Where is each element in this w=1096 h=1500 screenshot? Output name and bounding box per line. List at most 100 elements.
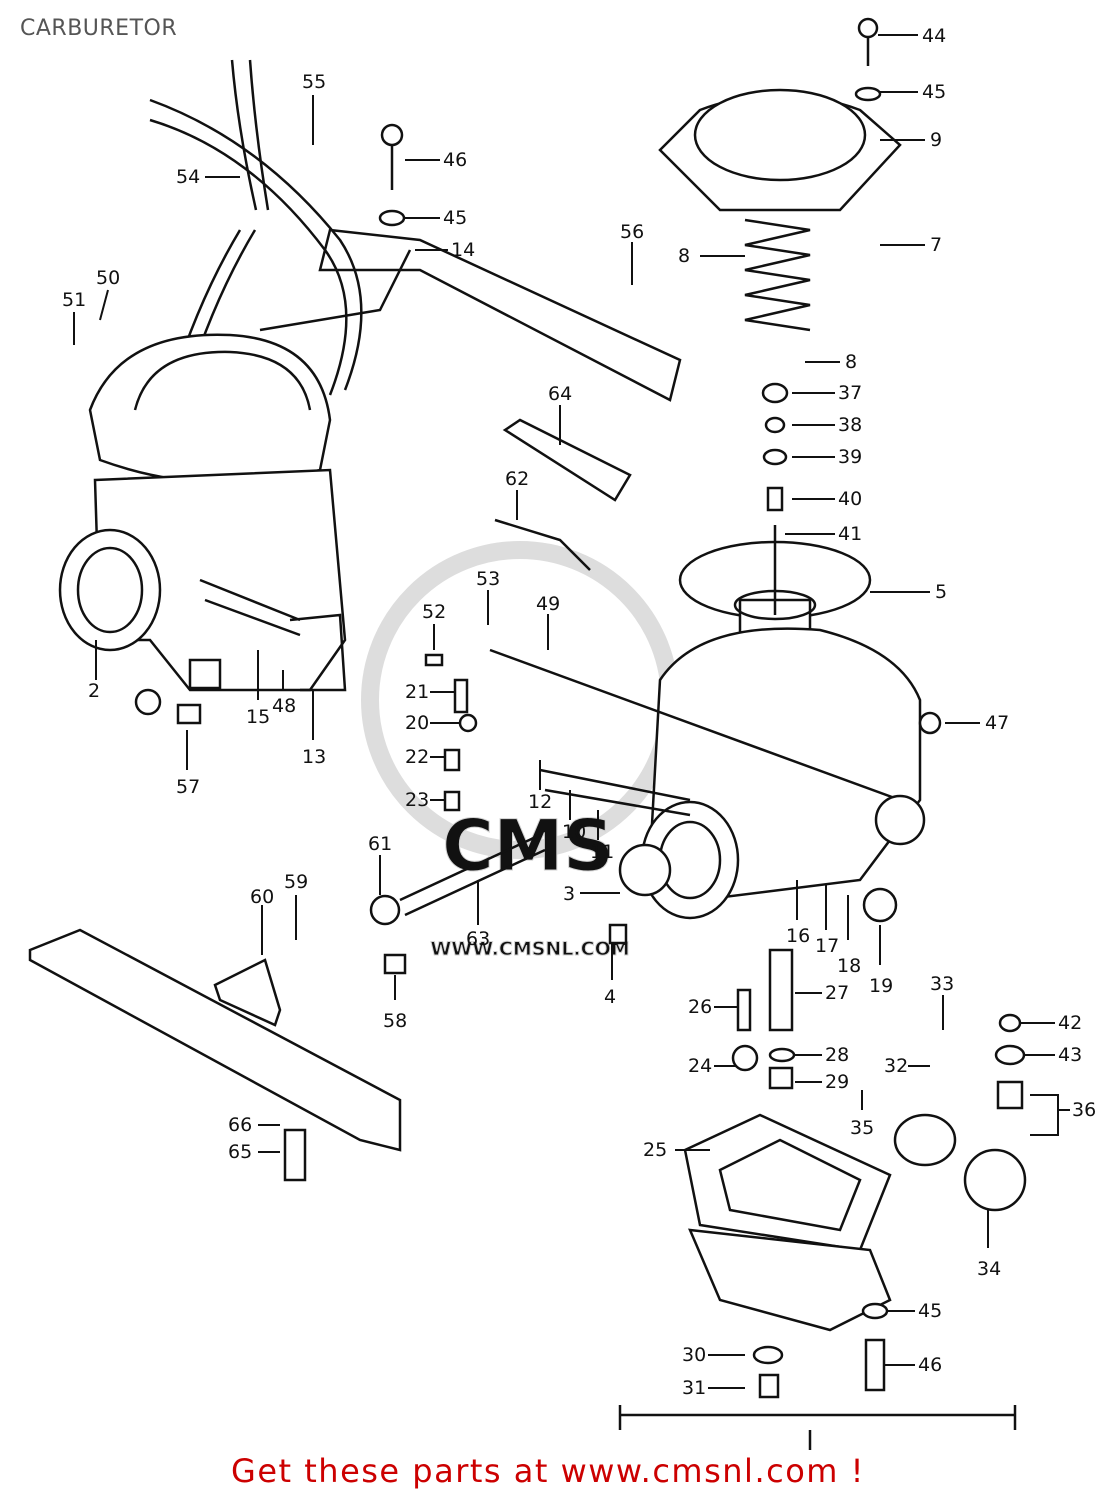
callout-13: 13 [302,690,326,768]
callout-4: 4 [604,940,616,1008]
page-title: CARBURETOR [20,16,178,41]
svg-text:18: 18 [837,955,861,977]
callout-21: 21 [405,681,458,703]
callout-26: 26 [688,996,742,1018]
watermark: CMS WWW.CMSNL.COM [361,541,679,961]
callout-9: 9 [880,129,942,151]
svg-text:49: 49 [536,593,560,615]
svg-text:60: 60 [250,886,274,908]
carburetor-exploded-diagram: CMS WWW.CMSNL.COM [28,17,1096,1450]
callout-18: 18 [837,895,861,977]
callout-15: 15 [246,650,270,728]
svg-text:34: 34 [977,1258,1001,1280]
callout-29: 29 [795,1071,849,1093]
callout-45-top: 45 [878,81,946,103]
callout-51: 51 [62,289,86,345]
callout-60: 60 [250,886,274,955]
callout-49: 49 [536,593,560,650]
svg-text:54: 54 [176,166,200,188]
callout-53: 53 [476,568,500,625]
svg-text:31: 31 [682,1377,706,1399]
callout-41: 41 [785,523,862,545]
svg-text:48: 48 [272,695,296,717]
callout-42: 42 [1020,1012,1082,1034]
callout-61: 61 [368,833,392,895]
svg-text:30: 30 [682,1344,706,1366]
svg-text:64: 64 [548,383,572,405]
callout-19: 19 [869,925,893,997]
callout-54: 54 [176,166,240,188]
callout-59: 59 [284,871,308,940]
callout-36: 36 [1030,1094,1096,1136]
callout-2: 2 [88,640,100,702]
svg-text:44: 44 [922,25,946,47]
callout-14: 14 [415,239,475,261]
svg-text:45: 45 [443,207,467,229]
callout-63: 63 [466,880,490,950]
svg-text:63: 63 [466,928,490,950]
svg-text:17: 17 [815,935,839,957]
callout-39: 39 [792,446,862,468]
callout-57: 57 [176,730,200,798]
svg-text:53: 53 [476,568,500,590]
callout-28: 28 [795,1044,849,1066]
callout-32: 32 [884,1055,930,1077]
callout-58: 58 [383,975,407,1032]
svg-text:27: 27 [825,982,849,1004]
callout-38: 38 [792,414,862,436]
left-carburetor-body [58,59,682,692]
svg-text:28: 28 [825,1044,849,1066]
svg-text:15: 15 [246,706,270,728]
callout-17: 17 [815,885,839,957]
callout-46-bottom: 46 [880,1354,942,1376]
svg-text:42: 42 [1058,1012,1082,1034]
cmsnl-parts-link[interactable]: Get these parts at www.cmsnl.com ! [231,1452,865,1490]
svg-text:8: 8 [678,245,690,267]
svg-text:19: 19 [869,975,893,997]
callout-50: 50 [96,267,120,321]
callout-46-left: 46 [405,149,467,171]
callout-3: 3 [563,883,620,905]
callout-20: 20 [405,712,462,734]
callout-8: 8 [805,351,857,373]
svg-text:29: 29 [825,1071,849,1093]
svg-text:51: 51 [62,289,86,311]
callout-52: 52 [422,601,446,650]
svg-text:36: 36 [1072,1099,1096,1121]
callout-37: 37 [792,382,862,404]
callout-35: 35 [850,1090,874,1139]
callout-16: 16 [786,880,810,947]
svg-text:32: 32 [884,1055,908,1077]
svg-text:45: 45 [922,81,946,103]
svg-text:10: 10 [562,821,586,843]
callout-30: 30 [682,1344,745,1366]
svg-text:20: 20 [405,712,429,734]
svg-text:57: 57 [176,776,200,798]
svg-text:37: 37 [838,382,862,404]
callout-7: 7 [880,234,942,256]
svg-text:46: 46 [918,1354,942,1376]
callout-12: 12 [528,760,552,813]
svg-text:33: 33 [930,973,954,995]
callout-43: 43 [1025,1044,1082,1066]
svg-text:52: 52 [422,601,446,623]
callout-66: 66 [228,1114,280,1136]
svg-text:35: 35 [850,1117,874,1139]
svg-text:8: 8 [845,351,857,373]
callout-25: 25 [643,1139,710,1161]
callout-56: 56 [620,221,644,285]
right-carburetor-exploded [28,88,1027,1450]
watermark-text: WWW.CMSNL.COM [430,938,629,960]
svg-text:61: 61 [368,833,392,855]
svg-text:4: 4 [604,986,616,1008]
svg-text:26: 26 [688,996,712,1018]
callout-22: 22 [405,746,450,768]
svg-text:39: 39 [838,446,862,468]
svg-text:55: 55 [302,71,326,93]
svg-text:58: 58 [383,1010,407,1032]
callout-40: 40 [792,488,862,510]
svg-text:46: 46 [443,149,467,171]
svg-text:25: 25 [643,1139,667,1161]
callout-62: 62 [505,468,529,520]
callout-45-bottom: 45 [880,1300,942,1322]
